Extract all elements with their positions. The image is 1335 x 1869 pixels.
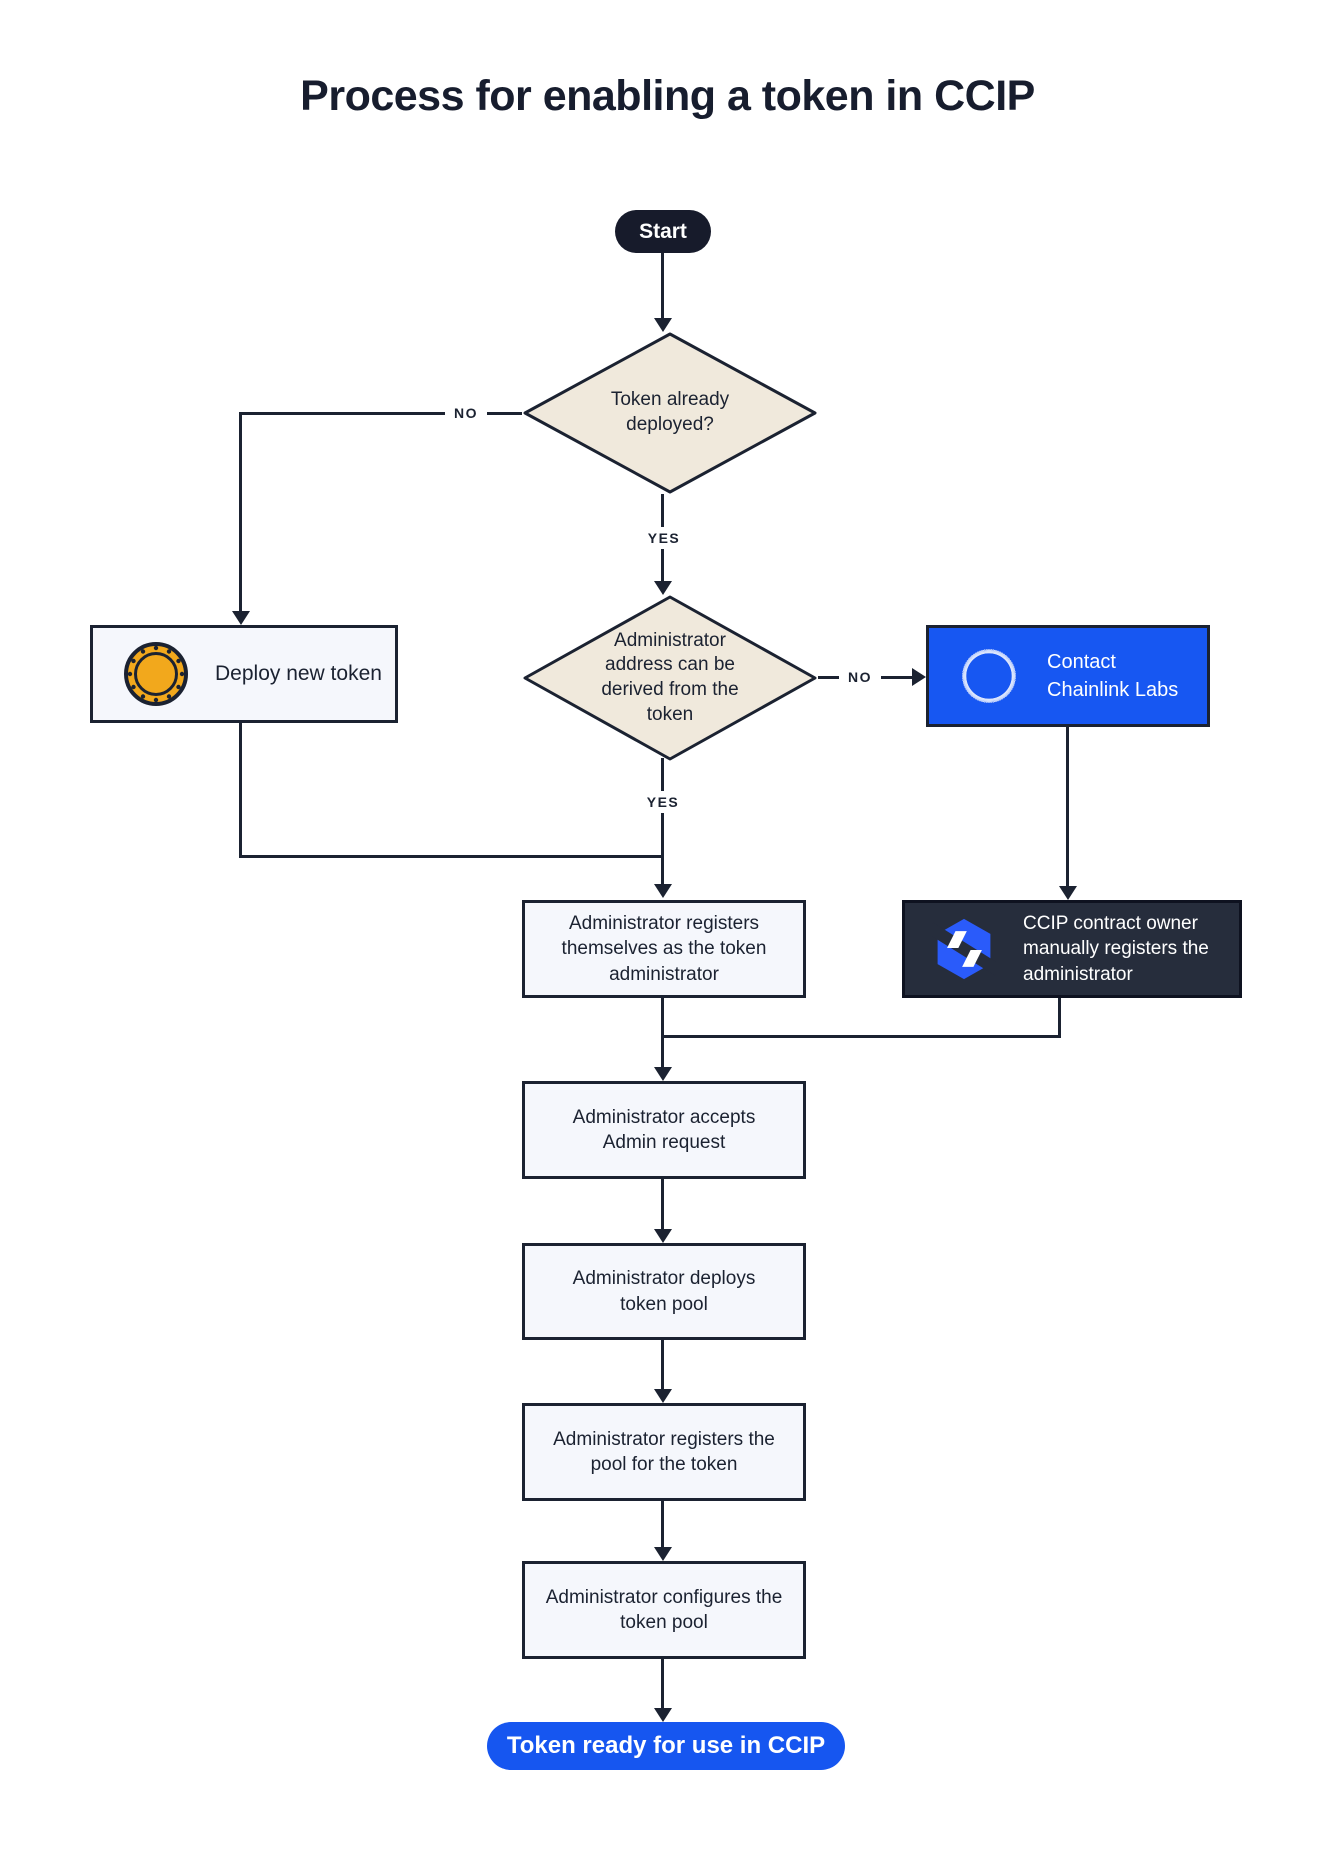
end-label: Token ready for use in CCIP <box>506 1732 826 1759</box>
chainlink-hexagon-icon <box>961 648 1017 704</box>
arrowhead-icon <box>654 581 672 595</box>
decision-label: Token already deployed? <box>610 389 730 435</box>
decision-token-already-deployed: Token already deployed? <box>522 332 818 494</box>
connector-deploy-down <box>239 723 242 858</box>
node-label: Administrator deploys token pool <box>572 1268 756 1315</box>
connector-configure-to-end <box>661 1659 664 1711</box>
connector-registerpool-to-configure <box>661 1501 664 1550</box>
arrowhead-icon <box>232 611 250 625</box>
node-configure-pool: Administrator configures the token pool <box>522 1561 806 1659</box>
edge-label-no: NO <box>445 402 487 424</box>
node-label: Administrator accepts Admin request <box>572 1106 756 1153</box>
node-contact-chainlink-labs: Contact Chainlink Labs <box>926 625 1210 727</box>
decision-admin-address-derivable: Administrator address can be derived fro… <box>522 595 818 761</box>
arrowhead-icon <box>654 318 672 332</box>
connector-deploypool-to-registerpool <box>661 1340 664 1392</box>
connector-no-to-deploy <box>239 412 242 612</box>
ccip-logo-icon <box>931 918 997 980</box>
diamond-shape <box>523 595 817 761</box>
connector-decision2-yes <box>661 758 664 886</box>
arrowhead-icon <box>654 1547 672 1561</box>
arrowhead-icon <box>654 1708 672 1722</box>
arrowhead-icon <box>1059 886 1077 900</box>
start-label: Start <box>639 219 687 243</box>
node-label: CCIP contract owner manually registers t… <box>1023 913 1209 985</box>
node-deploy-new-token: Deploy new token <box>90 625 398 723</box>
arrowhead-icon <box>654 884 672 898</box>
node-label: Deploy new token <box>215 662 382 686</box>
connector-start-to-decision1 <box>661 253 664 320</box>
page-title: Process for enabling a token in CCIP <box>300 72 1035 120</box>
node-label: Contact Chainlink Labs <box>1047 651 1179 701</box>
edge-label-yes: YES <box>637 791 689 813</box>
connector-decision1-no <box>240 412 522 415</box>
arrowhead-icon <box>912 668 926 686</box>
arrowhead-icon <box>654 1229 672 1243</box>
node-accept-request: Administrator accepts Admin request <box>522 1081 806 1179</box>
connector-owner-merge <box>661 1035 1061 1038</box>
node-label: Administrator registers the pool for the… <box>553 1428 775 1475</box>
diamond-shape <box>523 332 817 494</box>
connector-contact-to-owner <box>1066 727 1069 887</box>
node-label: Administrator registers themselves as th… <box>561 913 767 985</box>
connector-accept-to-deploypool <box>661 1179 664 1232</box>
arrowhead-icon <box>654 1389 672 1403</box>
connector-deploy-merge <box>239 855 663 858</box>
arrowhead-icon <box>654 1067 672 1081</box>
connector-register-to-accept <box>661 998 664 1070</box>
node-start: Start <box>615 210 711 253</box>
node-end: Token ready for use in CCIP <box>487 1722 845 1770</box>
node-deploy-token-pool: Administrator deploys token pool <box>522 1243 806 1340</box>
coin-icon <box>124 642 188 706</box>
edge-label-no: NO <box>839 666 881 688</box>
node-label: Administrator configures the token pool <box>545 1586 783 1633</box>
node-register-self: Administrator registers themselves as th… <box>522 900 806 998</box>
node-register-pool: Administrator registers the pool for the… <box>522 1403 806 1501</box>
node-ccip-owner-registers: CCIP contract owner manually registers t… <box>902 900 1242 998</box>
decision-label: Administrator address can be derived fro… <box>601 629 739 725</box>
edge-label-yes: YES <box>638 527 690 549</box>
connector-owner-down <box>1058 998 1061 1038</box>
